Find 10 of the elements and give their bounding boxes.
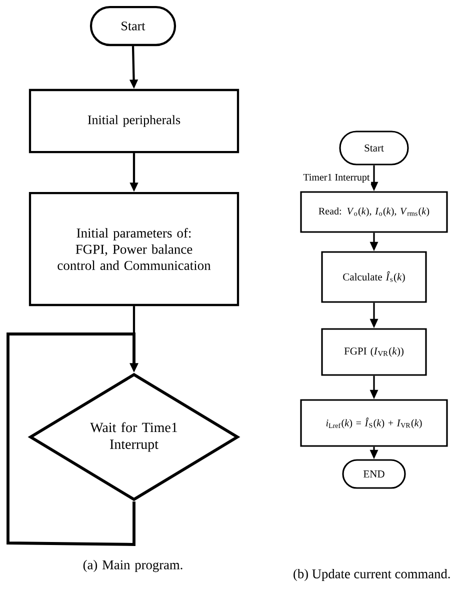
caption: (a) Main program. [83, 560, 182, 572]
process-box: i$_{Lref}$(k) = Î$_{S}$(k) + I$_{VR}$(k) [300, 399, 448, 447]
caption: (b) Update current command. [294, 568, 450, 582]
process-box: Calculate Î$_{s}$(k) [321, 251, 427, 303]
edge-label: Timer1 Interrupt [302, 172, 372, 184]
process-box: Initial parameters of: FGPI, Power balance control and Communication [28, 192, 240, 306]
arrow [6, 332, 138, 546]
process-box: Initial peripherals [28, 88, 240, 154]
process-box: FGPI (I$_{VR}$(k)) [321, 328, 427, 376]
process-box: Read: V$_{o}$(k), I$_{o}$(k), V$_{rms}$(k) [300, 191, 448, 233]
